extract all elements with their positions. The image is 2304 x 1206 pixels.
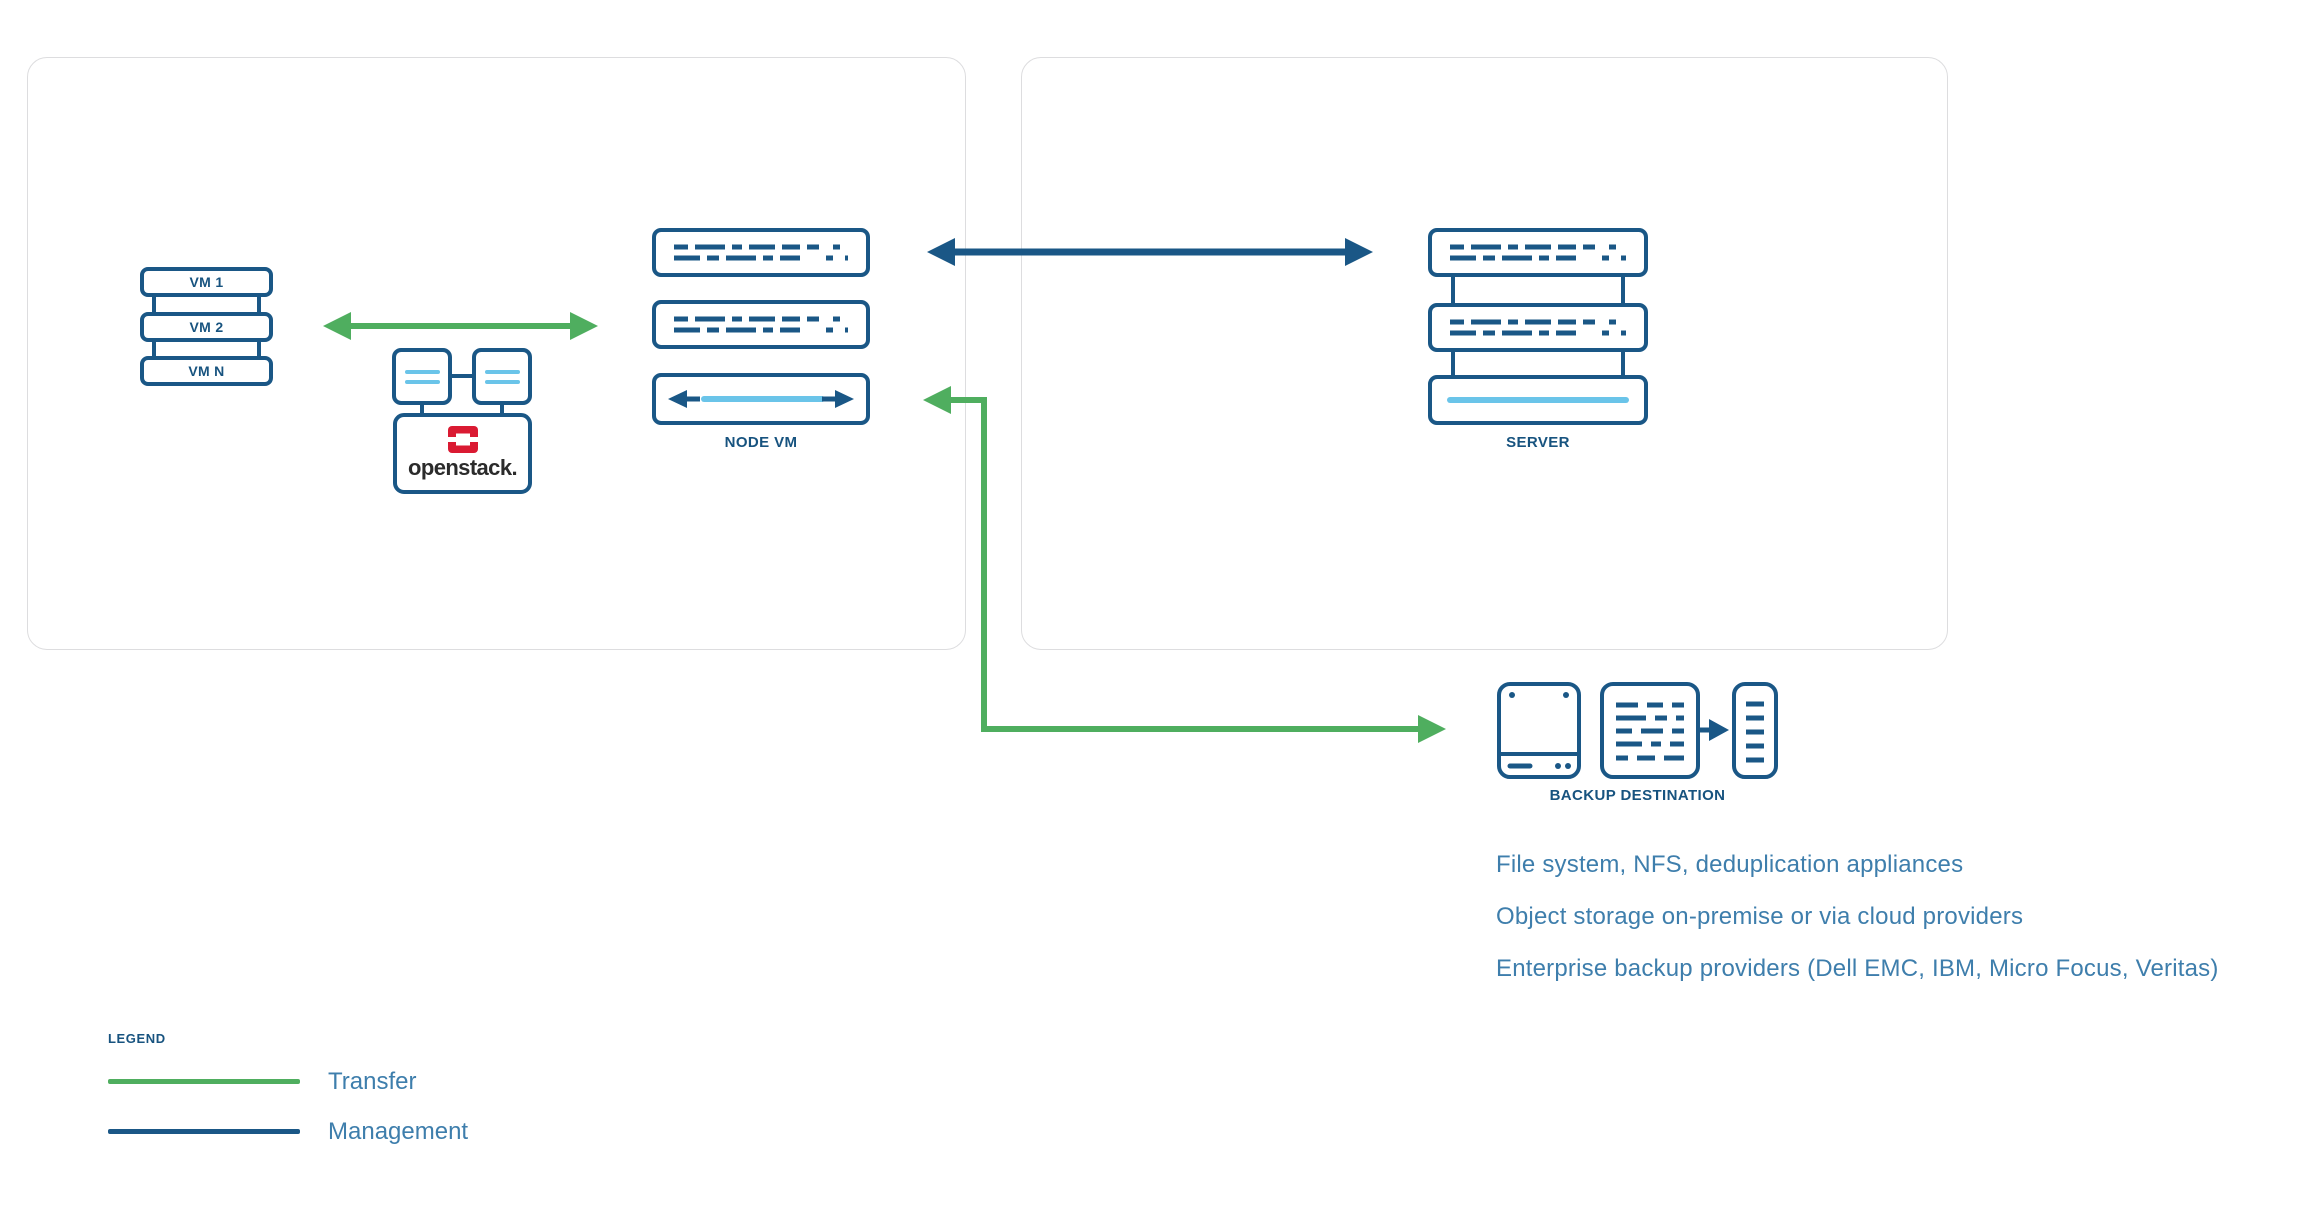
node-line (484, 379, 520, 384)
openstack-logo-icon (447, 426, 478, 453)
openstack-box: openstack. (393, 413, 532, 494)
dashed-rows (674, 316, 848, 333)
vm-1-label: VM 1 (189, 274, 224, 290)
node-vm-label: NODE VM (724, 434, 798, 451)
arrow-right-icon (1700, 719, 1729, 741)
server-shelf-icon (1428, 228, 1648, 277)
vm-n-label: VM N (188, 363, 225, 379)
backup-caption-line: File system, NFS, deduplication applianc… (1496, 851, 1964, 878)
server-environment-panel (1021, 57, 1948, 650)
compute-node-icon (472, 348, 532, 405)
storage-line (1447, 397, 1629, 403)
openstack-connector (450, 374, 474, 378)
disk-drive-icon (1497, 682, 1581, 779)
server-shelf-icon (1428, 303, 1648, 352)
server-connector (1621, 275, 1625, 305)
server-connector (1451, 275, 1455, 305)
openstack-connector (500, 403, 504, 415)
transfer-arrows (668, 390, 854, 408)
server-connector (1451, 348, 1455, 378)
node-line (404, 369, 440, 374)
legend-transfer-label: Transfer (328, 1068, 417, 1095)
legend-management-label: Management (328, 1118, 469, 1145)
openstack-connector (420, 403, 424, 415)
legend-transfer-line (108, 1079, 300, 1084)
vm-stack-connector (152, 295, 261, 312)
openstack-wordmark: openstack. (408, 455, 518, 480)
backup-caption-line: Object storage on-premise or via cloud p… (1496, 903, 2024, 930)
compute-node-icon (392, 348, 452, 405)
node-line (484, 369, 520, 374)
backup-caption-line: Enterprise backup providers (Dell EMC, I… (1496, 955, 2219, 982)
server-shelf-icon (652, 228, 870, 277)
server-label: SERVER (1506, 434, 1570, 451)
vm-1-box: VM 1 (140, 267, 273, 297)
legend-management-line (108, 1129, 300, 1134)
vm-2-box: VM 2 (140, 312, 273, 342)
legend-title: LEGEND (108, 1031, 166, 1046)
vm-2-label: VM 2 (189, 319, 224, 335)
backup-destination-label: BACKUP DESTINATION (1549, 787, 1726, 804)
vm-n-box: VM N (140, 356, 273, 386)
vm-stack-connector (152, 340, 261, 357)
storage-shelf-icon (1428, 375, 1648, 425)
dashed-rows (674, 244, 848, 261)
file-list-icon (1600, 682, 1700, 779)
transfer-shelf-icon (652, 373, 870, 425)
dashed-rows (1450, 319, 1626, 336)
server-connector (1621, 348, 1625, 378)
dashed-rows (1450, 244, 1626, 261)
node-line (404, 379, 440, 384)
server-shelf-icon (652, 300, 870, 349)
tape-column-icon (1732, 682, 1778, 779)
